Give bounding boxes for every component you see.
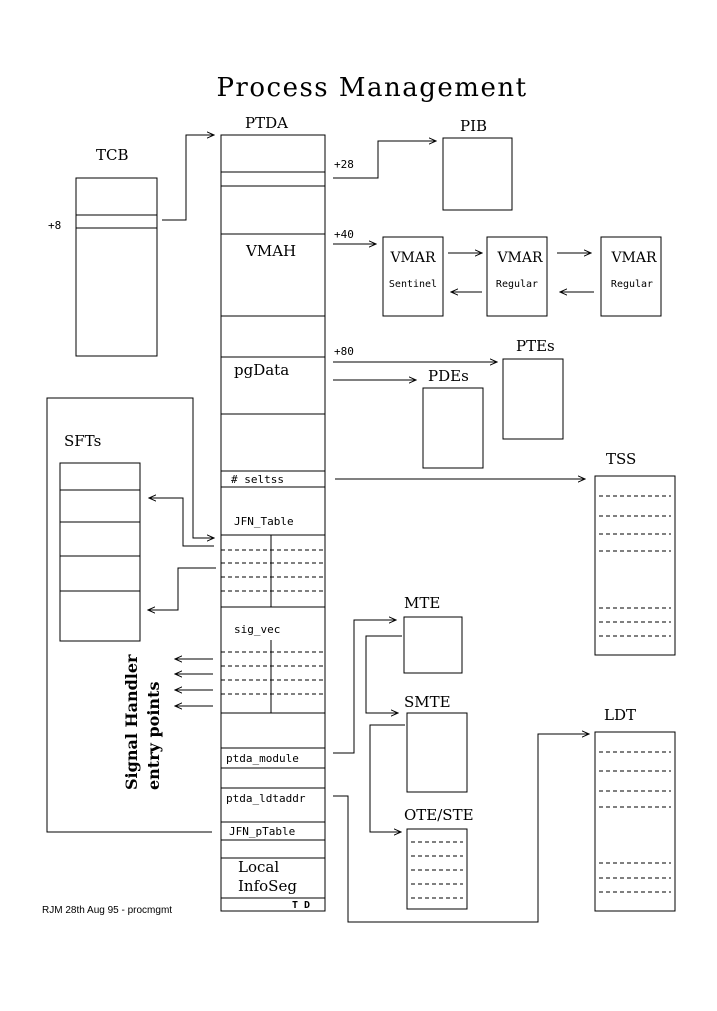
signal-handler-line1: Signal Handler [122,654,141,790]
ptda-vmah: VMAH [245,242,296,260]
pdes-box [422,387,484,469]
smte-label: SMTE [404,693,451,711]
ptda-jfn-ptable: JFN_pTable [229,825,295,838]
vmar-regular-1-name: VMAR [496,250,543,266]
mte-to-smte-arrow [365,635,402,713]
ptda-to-pib-arrow [333,141,436,179]
diagram-title: Process Management [216,73,527,103]
offset-plus28: +28 [334,158,354,171]
ptda-seltss: # seltss [231,473,284,486]
ote-ste-box [406,828,468,910]
signal-handler-label: Signal Handler entry points [122,654,163,790]
sfts-label: SFTs [64,432,101,450]
smte-box [406,712,468,793]
ptda-module: ptda_module [226,752,299,765]
vmar-sentinel: VMAR Sentinel [382,236,444,317]
ptda-pgdata: pgData [234,361,289,379]
tss-box [594,475,676,656]
tss-label: TSS [606,450,636,468]
offset-plus40: +40 [334,228,354,241]
vmar-sentinel-name: VMAR [389,250,436,266]
jfn-to-sft-arrow-2 [148,567,216,610]
ptda-box [220,134,326,912]
signal-handler-line2: entry points [144,682,163,790]
vmar-regular-2-name: VMAR [610,250,657,266]
jfn-ptable-to-sfts-line [46,397,214,833]
ptes-box [502,358,564,440]
tcb-box [75,177,158,357]
offset-plus80: +80 [334,345,354,358]
vmar-regular-1-kind: Regular [496,279,538,290]
ptes-label: PTEs [516,337,555,355]
ptda-local-infoseg-line1: Local [238,858,279,876]
ptda-label: PTDA [245,114,288,132]
ptda-ldtaddr: ptda_ldtaddr [226,792,306,805]
tcb-label: TCB [96,146,129,164]
mte-box [403,616,463,674]
ldt-box [594,731,676,912]
vmar-sentinel-kind: Sentinel [389,279,437,290]
signal-handler-arrows [175,659,213,706]
ptda-local-infoseg-line2: InfoSeg [238,877,297,895]
smte-to-otes-arrow [369,724,405,832]
footer-credit: RJM 28th Aug 95 - procmgmt [42,905,172,916]
vmar-regular-1: VMAR Regular [486,236,548,317]
ote-ste-label: OTE/STE [404,806,474,824]
tcb-offset-label: +8 [48,219,61,232]
jfn-to-sft-arrow-1 [149,498,214,547]
vmar-regular-2: VMAR Regular [600,236,662,317]
module-to-mte-arrow [333,620,396,754]
pib-box [442,137,513,211]
tcb-to-ptda-arrow [162,135,214,221]
ptda-jfn-table: JFN_Table [234,515,294,528]
ldt-label: LDT [604,706,636,724]
vmar-regular-2-kind: Regular [611,279,653,290]
ptda-sig-vec: sig_vec [234,623,280,636]
ptda-td: T D [292,900,310,911]
pib-label: PIB [460,117,487,135]
mte-label: MTE [404,594,440,612]
ldtaddr-to-ldt-arrow [333,734,589,923]
sfts-box [59,462,141,642]
pdes-label: PDEs [428,367,469,385]
